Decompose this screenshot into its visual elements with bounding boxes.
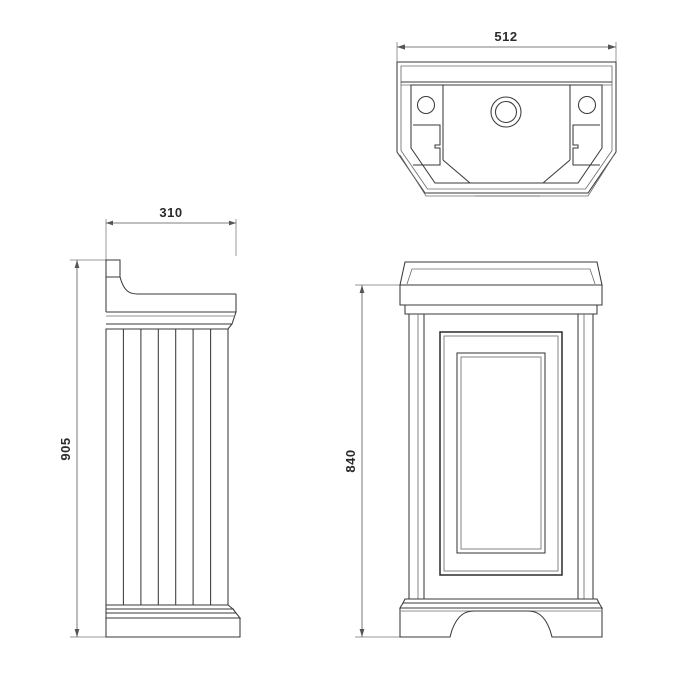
side-plinth-step-2	[105, 608, 238, 614]
side-cornice-band	[106, 311, 237, 325]
side-plinth-step-3	[105, 612, 242, 619]
left-bracket-notch	[413, 124, 441, 166]
side-plinth-block	[105, 617, 241, 638]
front-plinth-moulding-1	[402, 598, 600, 604]
dim-arrow-top-840	[359, 285, 365, 293]
left-deck-diagonal	[442, 159, 471, 184]
dim-label-840: 840	[343, 449, 358, 472]
left-tap-hole-icon	[416, 95, 436, 115]
side-plinth-step-1	[105, 604, 235, 610]
front-scalloped-plinth	[399, 607, 603, 638]
dim-arrow-right-310	[229, 220, 236, 226]
right-bracket-notch	[572, 124, 600, 166]
dimension-512-group: 512	[396, 29, 617, 62]
basin-outer-offset-outline	[400, 65, 613, 190]
right-deck-diagonal	[542, 159, 571, 184]
front-countertop-top-chamfer	[399, 261, 603, 286]
front-plinth-moulding-2	[399, 602, 603, 609]
side-flute-dividers	[122, 329, 212, 605]
dim-arrow-bottom-905	[74, 629, 80, 637]
center-waste-hole-outer-icon	[490, 96, 522, 128]
side-cornice-step	[106, 323, 233, 330]
dimension-905-group: 905	[58, 259, 106, 638]
dim-arrow-right-512	[608, 44, 616, 50]
dimension-310-group: 310	[105, 205, 237, 262]
front-countertop-inner-chamfer	[406, 268, 596, 285]
dim-label-310: 310	[159, 205, 182, 220]
top-view-group: 512	[396, 29, 617, 197]
dim-arrow-left-310	[106, 220, 113, 226]
side-rear-upstand	[105, 259, 121, 278]
front-door-panel-moulding	[456, 352, 546, 554]
side-countertop-front-face	[106, 294, 237, 313]
side-fluted-panel-body	[105, 328, 229, 606]
front-cornice-band	[404, 304, 598, 315]
front-view-group: 840	[343, 261, 603, 638]
right-tap-hole-icon	[577, 95, 597, 115]
front-door-panel-frame-2	[443, 335, 559, 572]
basin-bowl-cavity	[410, 84, 603, 184]
dim-arrow-left-512	[397, 44, 405, 50]
dim-arrow-bottom-840	[359, 629, 365, 637]
front-door-panel-moulding-inner	[460, 356, 542, 550]
side-countertop-fillet	[119, 276, 236, 295]
center-waste-hole-inner-icon	[494, 100, 518, 124]
dimension-840-group: 840	[343, 284, 400, 638]
dim-label-512: 512	[494, 29, 517, 44]
side-view-group: 310 905	[58, 205, 242, 638]
front-countertop-band	[399, 284, 603, 306]
dim-label-905: 905	[58, 437, 73, 460]
dim-arrow-top-905	[74, 260, 80, 268]
front-door-panel-outer-frame	[439, 331, 563, 576]
